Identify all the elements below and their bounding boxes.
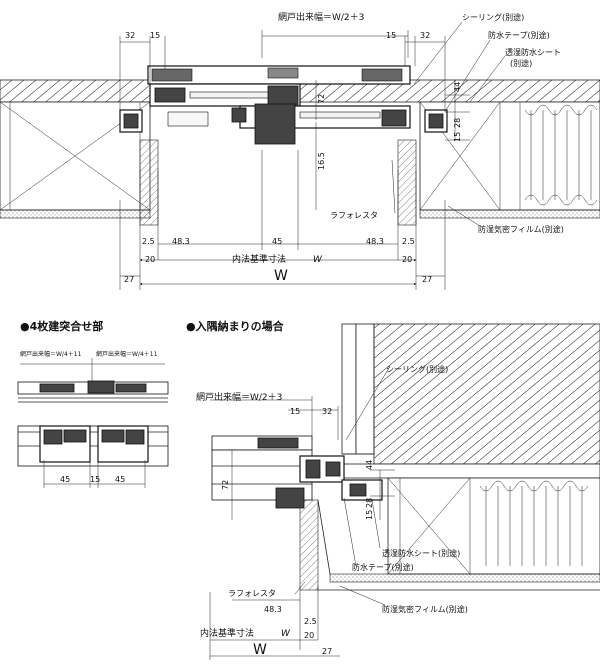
top-right-board	[419, 209, 600, 219]
corner-net-width-label: 網戸出来幅＝W/2＋3	[196, 391, 282, 403]
corner-inner-dim-w: W	[281, 629, 291, 639]
top-d45: 45	[272, 237, 282, 246]
corner-d72: 72	[221, 480, 230, 490]
top-d72: 72	[317, 94, 326, 104]
top-d27-right: 27	[422, 275, 432, 284]
corner-lath	[299, 499, 319, 591]
corner-wall-body	[387, 477, 600, 575]
top-left-board	[0, 209, 151, 219]
top-net-width-label: 網戸出来幅＝W/2＋3	[278, 11, 364, 23]
top-d32-left: 32	[125, 31, 135, 40]
top-d483-left: 48.3	[172, 237, 190, 246]
top-lath-label: ラフォレスタ	[330, 211, 378, 220]
corner-waterproof-sheet-label: 透湿防水シート(別途)	[382, 548, 460, 558]
top-right-lath	[397, 139, 417, 226]
four-panel-d15: 15	[90, 475, 100, 484]
top-d20-right: 20	[402, 255, 412, 264]
top-plan-section: 網戸出来幅＝W/2＋3 シーリング(別途) 防水テープ(別途) 透湿防水シート …	[0, 11, 600, 290]
corner-d25: 2.5	[304, 617, 317, 626]
top-d28: 28	[453, 118, 462, 128]
corner-d32: 32	[322, 407, 332, 416]
top-W-label: W	[274, 268, 288, 284]
corner-W-label: W	[253, 642, 267, 658]
top-d25-right: 2.5	[402, 237, 415, 246]
top-d20-left: 20	[145, 255, 155, 264]
corner-lath-label: ラフォレスタ	[228, 589, 276, 598]
corner-waterproof-tape-label: 防水テープ(別途)	[352, 562, 414, 572]
corner-vapor-film-label: 防湿気密フィルム(別途)	[382, 604, 468, 614]
top-d32-right: 32	[420, 31, 430, 40]
top-inner-dim-w: W	[313, 255, 323, 265]
top-vapor-film-label: 防湿気密フィルム(別途)	[478, 224, 564, 234]
four-panel-detail: ●4枚建突合せ部 網戸出来幅＝W/4＋11 網戸出来幅＝W/4＋11 45 15…	[17, 319, 169, 488]
top-d44: 44	[453, 82, 462, 92]
four-panel-d45a: 45	[60, 475, 70, 484]
corner-d28: 28	[365, 498, 374, 508]
corner-d44: 44	[365, 460, 374, 470]
corner-detail: ●入隅納まりの場合 網戸出来幅＝W/2＋3 シーリング(別途) 透	[186, 319, 600, 660]
top-sash-handle	[254, 103, 296, 145]
top-left-lath	[139, 139, 159, 226]
top-d165: 16.5	[317, 152, 326, 170]
top-waterproof-sheet-label: 透湿防水シート	[505, 47, 561, 57]
corner-d483: 48.3	[264, 605, 282, 614]
corner-siding	[373, 323, 600, 465]
corner-d15-v: 15	[365, 510, 374, 520]
corner-heading: ●入隅納まりの場合	[186, 319, 285, 333]
corner-sealing-label: シーリング(別途)	[386, 364, 448, 374]
corner-d27: 27	[322, 647, 332, 656]
top-d15-v: 15	[453, 132, 462, 142]
top-d15-left: 15	[150, 31, 160, 40]
top-d27-left: 27	[124, 275, 134, 284]
top-d483-right: 48.3	[366, 237, 384, 246]
top-sealing-label: シーリング(別途)	[462, 12, 524, 22]
four-panel-net-b: 網戸出来幅＝W/4＋11	[96, 350, 158, 358]
four-panel-d45b: 45	[115, 475, 125, 484]
corner-inner-dim-label: 内法基準寸法	[200, 627, 254, 639]
top-inner-dim-label: 内法基準寸法	[232, 253, 286, 265]
top-waterproof-tape-label: 防水テープ(別途)	[488, 30, 550, 40]
top-d25-left: 2.5	[142, 237, 155, 246]
four-panel-heading: ●4枚建突合せ部	[20, 319, 103, 333]
four-panel-net-a: 網戸出来幅＝W/4＋11	[20, 350, 82, 358]
top-separate-label: (別途)	[510, 58, 532, 68]
corner-d15: 15	[290, 407, 300, 416]
corner-d20: 20	[304, 631, 314, 640]
top-d15-right: 15	[386, 31, 396, 40]
